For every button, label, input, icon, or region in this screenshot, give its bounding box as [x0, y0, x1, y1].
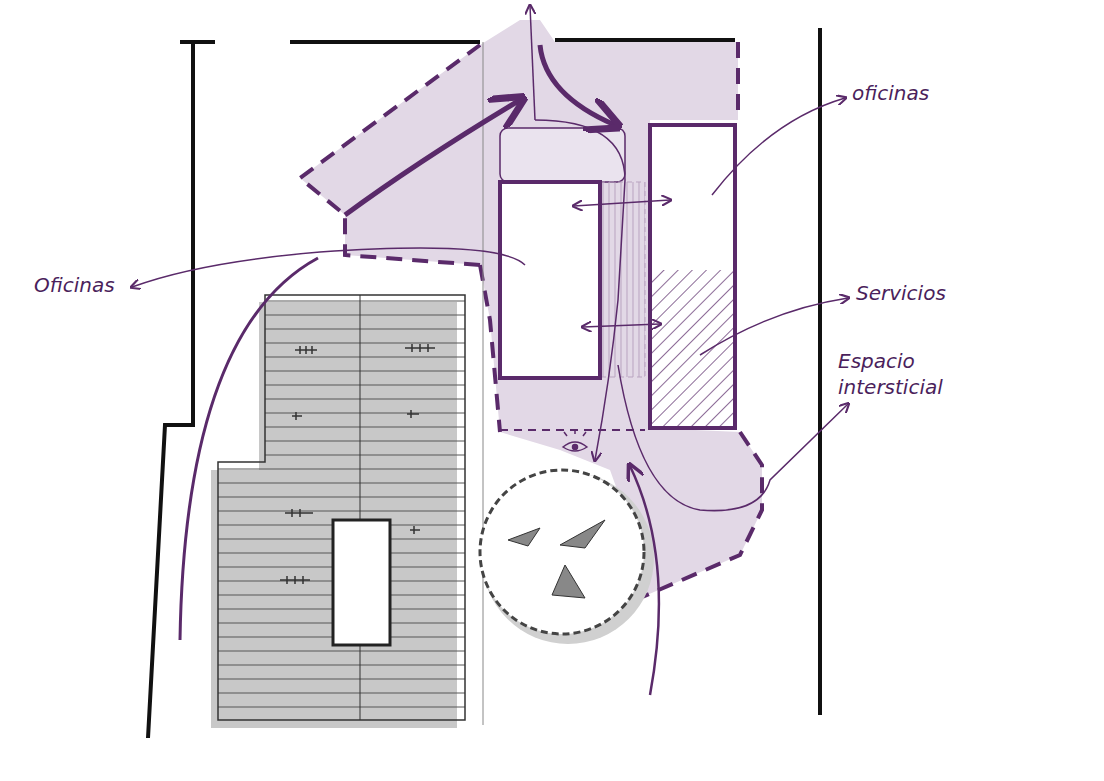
services-hatch [652, 270, 733, 426]
view-eye [563, 429, 587, 451]
roof-marks [280, 344, 435, 584]
circulation-arrows [180, 6, 670, 695]
leader-lines [132, 98, 848, 511]
site-boundary [180, 40, 735, 42]
callout-label: Oficinas [34, 272, 115, 298]
office-block [650, 125, 735, 428]
dashed-edge [500, 429, 645, 431]
covered-entry [500, 128, 625, 182]
tree-plants [508, 520, 605, 598]
callout-label: oficinas [852, 80, 929, 106]
neighbour-building [218, 295, 465, 720]
dashed-boundary [736, 42, 740, 120]
property-line [483, 42, 484, 725]
office-block [500, 182, 600, 378]
site-boundary [148, 42, 193, 738]
site-boundary [818, 28, 822, 715]
callout-label: Servicios [856, 280, 946, 306]
tree-canopy [480, 470, 644, 634]
roof-ridge [360, 295, 361, 720]
dashed-boundary [300, 45, 480, 265]
courtyard [333, 520, 390, 645]
callout-label: Espacio intersticial [838, 348, 978, 400]
